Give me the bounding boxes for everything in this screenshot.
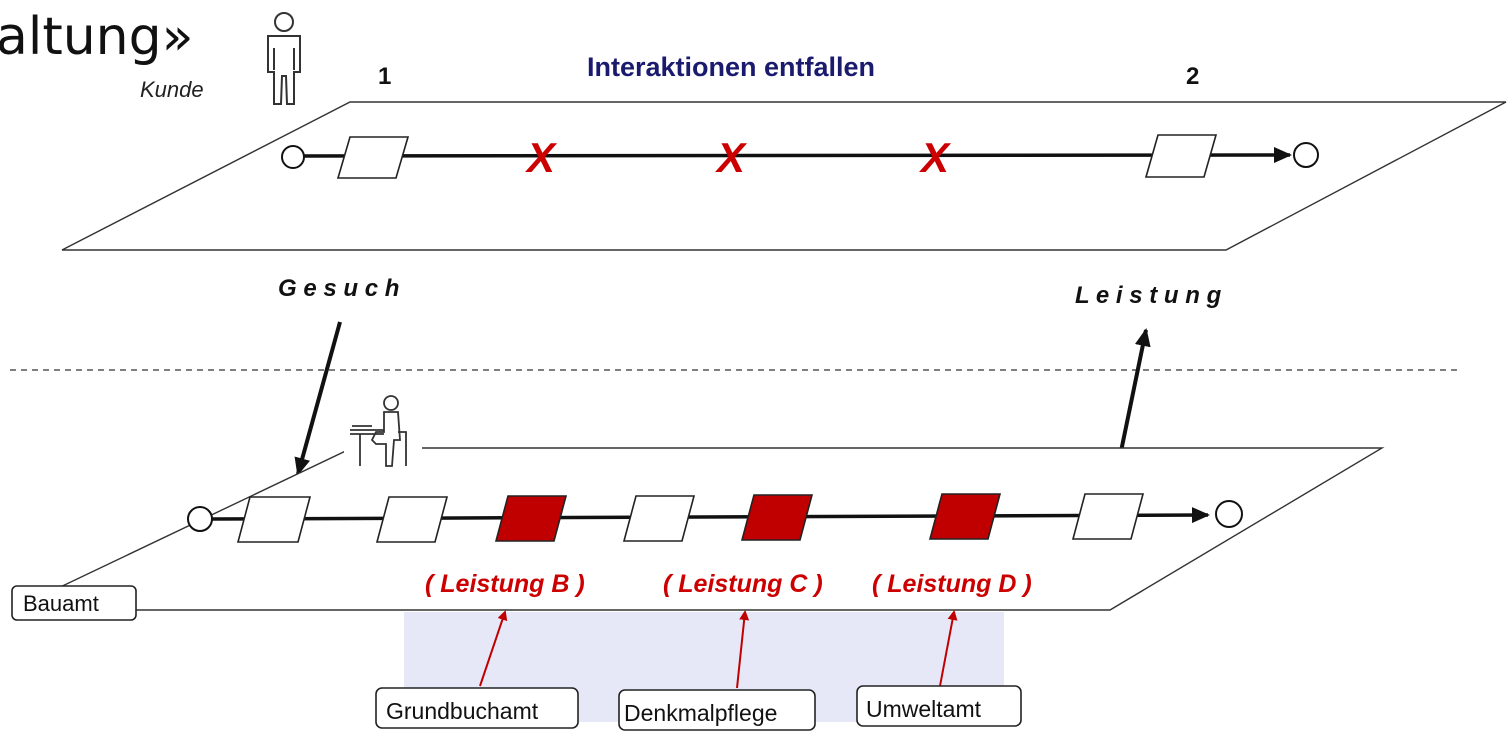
partner-task-d	[928, 493, 1002, 540]
partner-box-denkmalpflege	[618, 689, 816, 731]
service-label-c: ( Leistung C )	[663, 570, 823, 598]
top-heading: Interaktionen entfallen	[587, 52, 875, 82]
office-flow-line	[211, 507, 1210, 524]
partner-task-b	[494, 495, 568, 542]
start-event	[281, 145, 305, 169]
partner-label-grundbuchamt: Grundbuchamt	[386, 698, 539, 724]
removed-interaction-mark: X	[715, 134, 748, 181]
office-task	[622, 495, 696, 542]
partner-box-umweltamt	[856, 685, 1022, 727]
partner-label-umweltamt: Umweltamt	[866, 696, 982, 722]
office-task	[375, 496, 449, 543]
service-label-d: ( Leistung D )	[872, 570, 1032, 598]
office-task	[236, 496, 312, 543]
request-label: G e s u c h	[278, 275, 399, 302]
partner-arrow-denkmalpflege	[736, 610, 750, 689]
service-arrow	[1116, 328, 1151, 467]
partner-label-denkmalpflege: Denkmalpflege	[624, 700, 777, 726]
removed-interaction-mark: X	[919, 134, 952, 181]
request-arrow	[294, 321, 342, 476]
office-label: Bauamt	[23, 591, 99, 616]
office-end-event	[1215, 500, 1243, 528]
partner-arrow-umweltamt	[939, 610, 958, 687]
service-label: L e i s t u n g	[1075, 282, 1222, 309]
customer-label: Kunde	[140, 77, 204, 102]
step-marker-start: 1	[378, 63, 391, 90]
customer-flow-line	[303, 147, 1292, 164]
office-plane	[11, 447, 1385, 611]
service-label-b: ( Leistung B )	[425, 570, 585, 598]
office-task	[1071, 493, 1145, 540]
step-marker-end: 2	[1186, 63, 1199, 90]
customer-plane	[61, 101, 1507, 251]
end-event	[1293, 142, 1319, 168]
page-title-fragment: altung»	[0, 7, 193, 67]
customer-person-icon	[267, 12, 301, 105]
removed-interaction-mark: X	[525, 134, 558, 181]
partner-box-grundbuchamt	[375, 687, 579, 729]
customer-task-2	[1144, 134, 1218, 178]
customer-task-1	[336, 136, 410, 179]
office-label-box	[11, 585, 137, 621]
clerk-at-desk-icon	[344, 395, 422, 467]
office-start-event	[187, 506, 213, 532]
partner-task-c	[740, 494, 814, 541]
partner-arrow-grundbuchamt	[479, 610, 508, 687]
